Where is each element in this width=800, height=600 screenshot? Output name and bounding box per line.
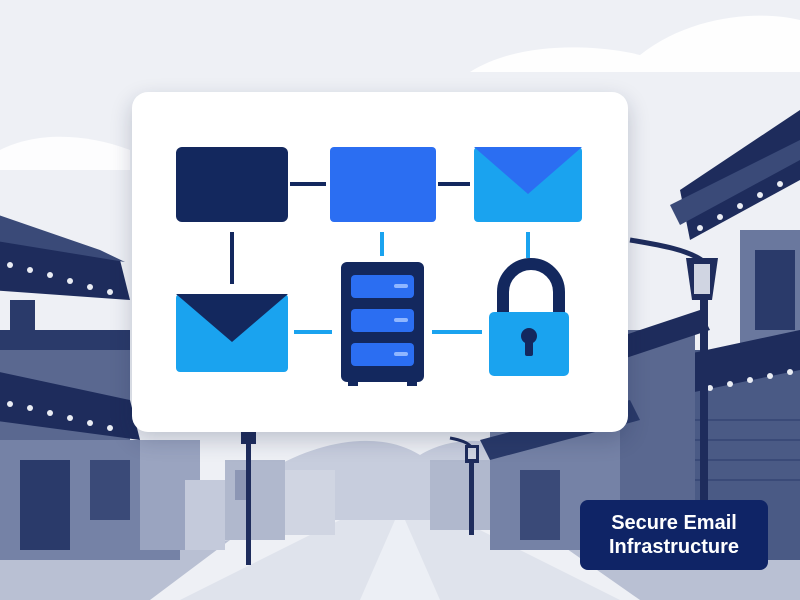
server-icon — [341, 262, 424, 386]
envelope-icon — [474, 147, 582, 222]
badge-title: Secure Email Infrastructure — [608, 512, 740, 558]
blue-block-icon — [330, 147, 436, 222]
infrastructure-diagram-card — [132, 92, 628, 432]
title-badge: Secure Email Infrastructure — [580, 500, 768, 570]
connector-lines — [230, 182, 530, 334]
envelope-icon — [176, 294, 288, 372]
infrastructure-diagram — [176, 147, 582, 386]
padlock-icon — [489, 258, 569, 376]
navy-block-icon — [176, 147, 288, 222]
